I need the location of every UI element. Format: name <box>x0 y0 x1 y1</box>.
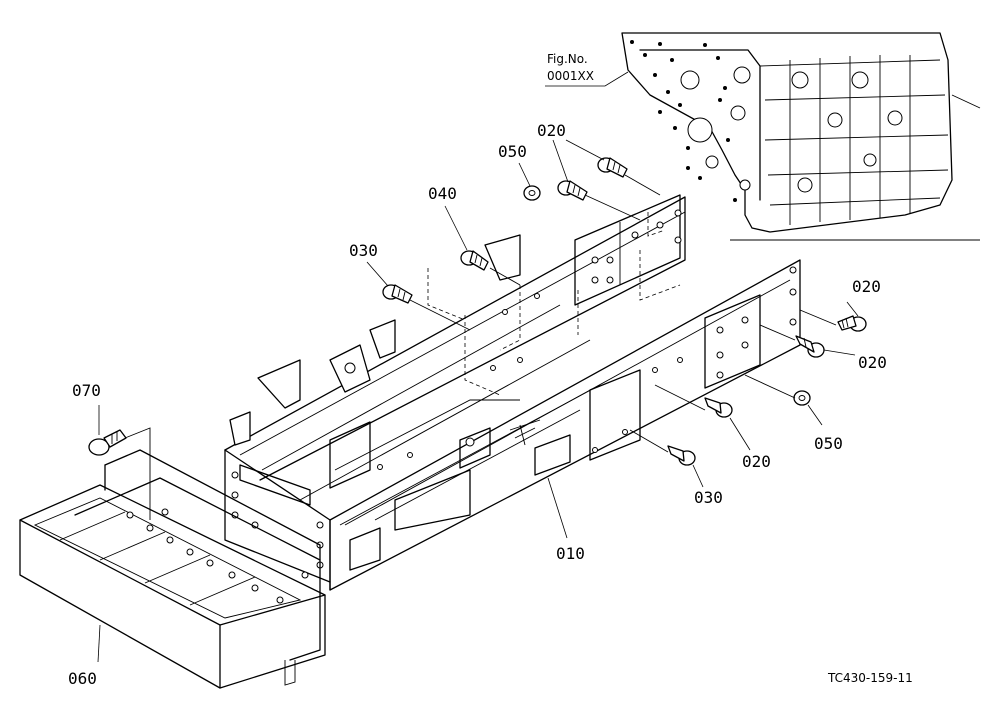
frame-010 <box>224 194 801 591</box>
callout-020-right-2: 020 <box>858 353 887 372</box>
figure-ref-line1: Fig.No. <box>547 52 588 66</box>
callout-020-top: 020 <box>537 121 566 140</box>
bolt-050-top <box>523 185 541 201</box>
bolt-020-right-b <box>795 335 825 358</box>
callout-040: 040 <box>428 184 457 203</box>
front-weight-060 <box>19 449 326 689</box>
callout-010: 010 <box>556 544 585 563</box>
bolt-020-right-a <box>837 315 867 332</box>
bolt-030-low <box>667 445 696 466</box>
callout-020-right-1: 020 <box>852 277 881 296</box>
bolt-020-top-b <box>597 157 628 178</box>
callout-030-top: 030 <box>349 241 378 260</box>
bolt-040 <box>460 250 489 271</box>
callout-050-right: 050 <box>814 434 843 453</box>
callout-060: 060 <box>68 669 97 688</box>
bolt-030-top <box>382 284 413 304</box>
figure-ref-line2: 0001XX <box>547 69 594 83</box>
bolt-020-top-a <box>557 180 588 201</box>
drawing-code: TC430-159-11 <box>827 671 913 685</box>
callout-labels: 020 050 040 030 020 020 050 020 030 010 … <box>68 121 887 688</box>
callout-020-low: 020 <box>742 452 771 471</box>
bolt-050-right <box>793 390 811 406</box>
figure-reference: Fig.No. 0001XX <box>545 52 629 87</box>
engine-block <box>621 32 981 241</box>
bolt-070 <box>88 429 127 456</box>
bolt-020-low <box>704 397 733 418</box>
leader-lines <box>97 139 859 663</box>
callout-050-top: 050 <box>498 142 527 161</box>
callout-070: 070 <box>72 381 101 400</box>
callout-030-low: 030 <box>694 488 723 507</box>
